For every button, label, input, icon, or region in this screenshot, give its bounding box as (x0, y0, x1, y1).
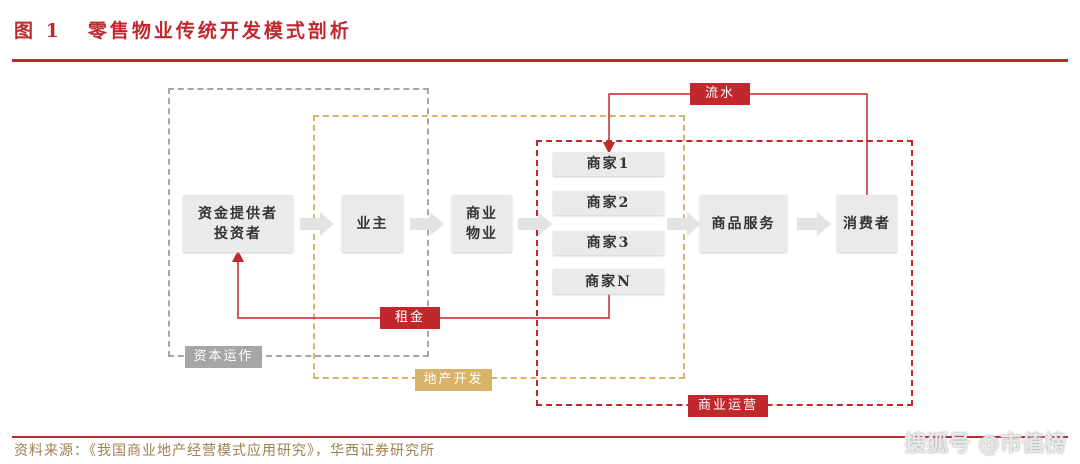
merchant-node: 商家3 (553, 231, 664, 255)
cash-flow-label: 流水 (690, 83, 750, 105)
arrow-right-icon (797, 212, 831, 236)
source-note: 资料来源：《我国商业地产经营模式应用研究》，华西证券研究所 (14, 443, 435, 459)
capital-operation-label: 资本运作 (185, 346, 262, 368)
rent-label: 租金 (380, 307, 440, 329)
investor-line1: 资金提供者 (198, 205, 278, 222)
investor-node: 资金提供者投资者 (183, 195, 293, 252)
arrow-right-icon (518, 212, 552, 236)
arrow-right-icon (300, 212, 334, 236)
bottom-rule (12, 436, 1068, 438)
property-development-label: 地产开发 (415, 369, 492, 391)
cash-flow-line (603, 93, 868, 195)
watermark: 搜狐号 @市值榜 (904, 432, 1066, 457)
investor-line2: 投资者 (214, 225, 262, 242)
property-node: 商业物业 (452, 195, 512, 252)
merchant-node: 商家2 (553, 191, 664, 215)
property-development-group (313, 115, 685, 379)
consumer-node: 消费者 (837, 195, 897, 252)
arrow-right-icon (410, 212, 444, 236)
property-line1: 商业 (466, 205, 498, 222)
top-rule (12, 59, 1068, 62)
arrow-right-icon (667, 212, 701, 236)
merchant-node: 商家N (553, 269, 664, 294)
commercial-operation-label: 商业运营 (688, 395, 768, 417)
property-line2: 物业 (466, 225, 498, 242)
merchant-node: 商家1 (553, 152, 664, 176)
owner-node: 业主 (342, 195, 403, 252)
goods-services-node: 商品服务 (700, 195, 787, 252)
